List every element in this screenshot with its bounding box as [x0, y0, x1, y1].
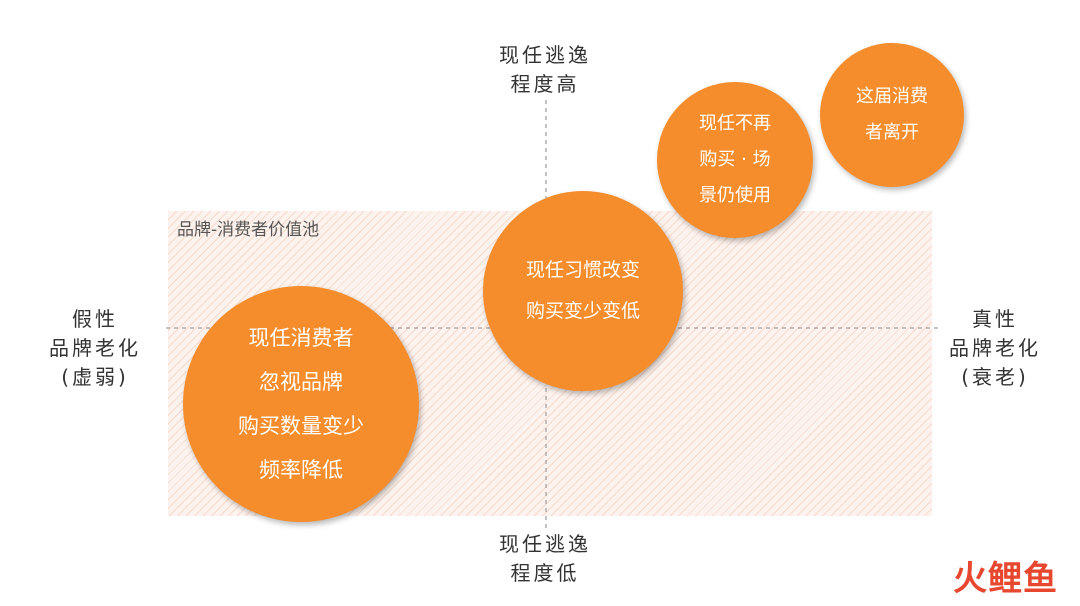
axis-label-bottom: 现任逃逸 程度低: [470, 530, 620, 588]
axis-label-left: 假性 品牌老化 (虚弱): [20, 305, 170, 392]
axis-label-line: 现任逃逸: [499, 532, 591, 556]
watermark-logo: 火鲤鱼: [953, 559, 1058, 599]
bubble-text-line: 购买 · 场: [699, 149, 771, 170]
bubble-text-line: 景仍使用: [699, 185, 771, 206]
bubble-habit-change: 现任习惯改变 购买变少变低: [483, 191, 683, 391]
bubble-text-line: 现任不再: [699, 113, 771, 134]
value-pool-label: 品牌-消费者价值池: [177, 220, 320, 240]
axis-label-line: 程度高: [510, 72, 580, 96]
bubble-text-line: 忽视品牌: [259, 370, 343, 394]
axis-label-line: 现任逃逸: [499, 43, 591, 67]
axis-label-line: 假性: [72, 307, 118, 331]
bubble-text-line: 频率降低: [259, 458, 343, 482]
axis-label-top: 现任逃逸 程度高: [470, 41, 620, 99]
bubble-text-line: 这届消费: [856, 86, 928, 107]
axis-label-line: 程度低: [510, 561, 580, 585]
axis-label-line: (虚弱): [61, 365, 129, 389]
axis-label-line: 真性: [972, 307, 1018, 331]
bubble-text-line: 购买变少变低: [525, 300, 640, 322]
axis-label-line: 品牌老化: [49, 336, 141, 360]
bubble-text-line: 购买数量变少: [238, 414, 364, 438]
axis-label-line: (衰老): [961, 365, 1029, 389]
bubble-text-line: 现任消费者: [248, 326, 354, 350]
bubble-consumers-leave: 这届消费 者离开: [820, 43, 964, 187]
axis-label-line: 品牌老化: [949, 336, 1041, 360]
axis-label-right: 真性 品牌老化 (衰老): [920, 305, 1070, 392]
bubble-text-line: 现任习惯改变: [525, 259, 640, 281]
bubble-text-line: 者离开: [865, 122, 919, 143]
bubble-consumer-ignores-brand: 现任消费者 忽视品牌 购买数量变少 频率降低: [183, 286, 419, 522]
bubble-no-longer-buy: 现任不再 购买 · 场 景仍使用: [657, 82, 813, 238]
